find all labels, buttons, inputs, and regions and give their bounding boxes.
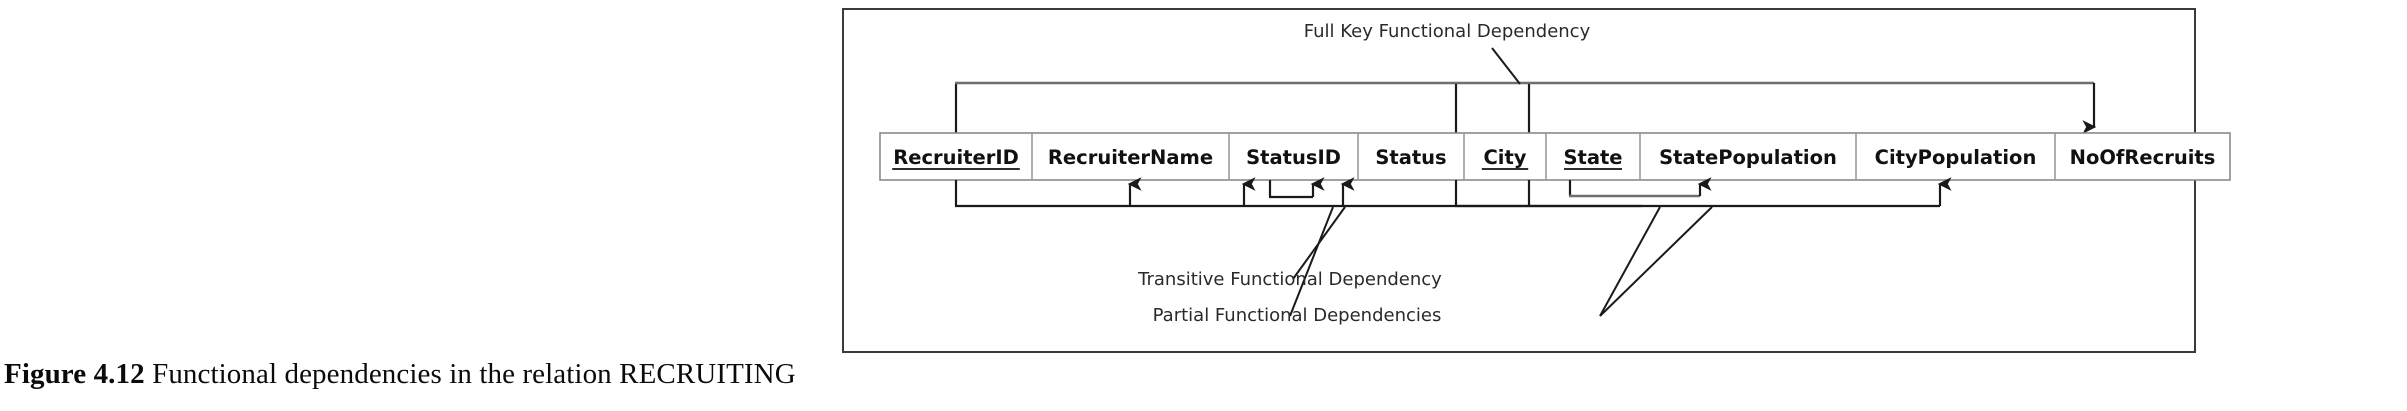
column-header-recruitername[interactable]: RecruiterName	[1048, 146, 1213, 169]
leader-full-key	[1491, 47, 1521, 85]
column-header-statepopulation[interactable]: StatePopulation	[1659, 146, 1837, 169]
leader-partial-left	[1289, 206, 1334, 317]
full-key-dependency-flow	[954, 81, 2097, 134]
relation-cell-dividers	[1031, 133, 2056, 180]
annotation-leader-lines	[1289, 47, 1713, 317]
column-header-city[interactable]: City	[1483, 146, 1526, 169]
figure-caption: Figure 4.12 Functional dependencies in t…	[4, 358, 796, 391]
right-dependency-flows	[1454, 177, 1952, 208]
column-header-state[interactable]: State	[1563, 146, 1622, 169]
column-header-status[interactable]: Status	[1375, 146, 1446, 169]
figure-caption-number: Figure 4.12	[4, 358, 145, 390]
relation-row-outline	[879, 132, 2231, 181]
leader-partial-right-a	[1599, 206, 1661, 317]
annotation-transitive: Transitive Functional Dependency	[1137, 269, 1442, 290]
column-header-noofrecruits[interactable]: NoOfRecruits	[2070, 146, 2216, 169]
left-dependency-flows	[954, 177, 1642, 208]
column-header-recruiterid[interactable]: RecruiterID	[893, 146, 1019, 169]
annotation-labels: Full Key Functional DependencyTransitive…	[1137, 21, 1590, 326]
relation-header-row	[879, 132, 2231, 181]
column-header-statusid[interactable]: StatusID	[1246, 146, 1341, 169]
relation-cells: RecruiterID RecruiterName StatusID Status Ci…	[892, 146, 2216, 170]
leader-partial-right-b	[1599, 206, 1713, 317]
annotation-full-key: Full Key Functional Dependency	[1304, 21, 1591, 42]
figure-caption-text: Functional dependencies in the relation …	[144, 358, 796, 390]
annotation-partial: Partial Functional Dependencies	[1153, 305, 1442, 326]
column-header-citypopulation[interactable]: CityPopulation	[1875, 146, 2037, 169]
